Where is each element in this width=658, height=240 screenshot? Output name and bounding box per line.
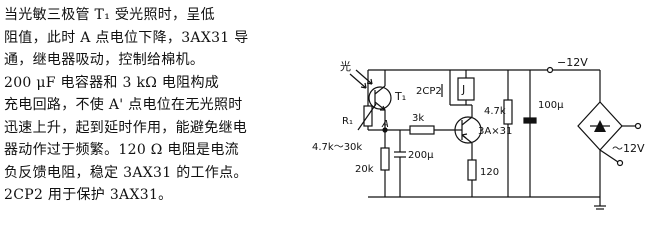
resistor-120	[467, 159, 477, 181]
ac-terminal-1	[634, 122, 642, 130]
relay-label: J	[461, 83, 465, 96]
phototransistor-label: T₁	[394, 90, 406, 103]
diode-label: 2CP2	[416, 86, 442, 97]
description-line: 当光敏三极管 T₁ 受光照时，呈低	[4, 7, 215, 23]
phototransistor-t1	[368, 85, 392, 111]
transistor-3ax31	[454, 116, 482, 144]
description-line: 阻值，此时 A 点电位下降，3AX31 导	[4, 29, 249, 46]
res-120-label: 120	[480, 167, 499, 178]
pot-value-label: 4.7k～30k	[312, 142, 362, 153]
description-text: 当光敏三极管 T₁ 受光照时，呈低 阻值，此时 A 点电位下降，3AX31 导 …	[4, 4, 304, 207]
description-line: 通，继电器吸动，控制给棉机。	[4, 52, 205, 68]
resistor-20k	[380, 147, 390, 171]
cap-100u-label: 100μ	[538, 100, 564, 111]
res-4-7k-label: 4.7k	[484, 106, 506, 117]
r1-label: R₁	[342, 116, 353, 127]
description-line: 负反馈电阻，稳定 3AX31 的工作点。	[4, 164, 248, 181]
res-3k-label: 3k	[412, 113, 424, 124]
ac-terminal-2	[616, 159, 624, 167]
ac-wire-bottom	[599, 149, 619, 163]
cap-100u	[523, 117, 537, 124]
res-20k-label: 20k	[355, 164, 374, 175]
resistor-3k	[409, 125, 435, 135]
light-label: 光	[340, 59, 351, 73]
description-line: 器动作过于频繁。120 Ω 电阻是电流	[4, 142, 239, 158]
cap-200u-label: 200μ	[408, 150, 434, 161]
supply-dc-label: −12V	[557, 56, 588, 69]
light-arrows	[349, 69, 373, 89]
transistor-label: 3A×31	[478, 126, 512, 137]
description-line: 充电回路，不使 A' 点电位在无光照时	[4, 97, 243, 113]
dc-terminal	[546, 66, 554, 74]
r1-wiper-arrow	[357, 103, 377, 131]
supply-ac-label: ～12V	[612, 142, 645, 155]
circuit-schematic: −12V 光 T₁ R₁ 4.7k～30k A 20k	[312, 56, 645, 210]
description-line: 200 μF 电容器和 3 kΩ 电阻构成	[4, 74, 220, 91]
relay-coil	[457, 77, 475, 101]
node-a-label: A	[381, 119, 389, 130]
description-line: 迅速上升，起到延时作用，能避免继电	[4, 119, 248, 136]
description-line: 2CP2 用于保护 3AX31。	[4, 187, 173, 203]
ground-symbol	[594, 197, 606, 210]
bridge-diode-mark	[594, 120, 606, 132]
